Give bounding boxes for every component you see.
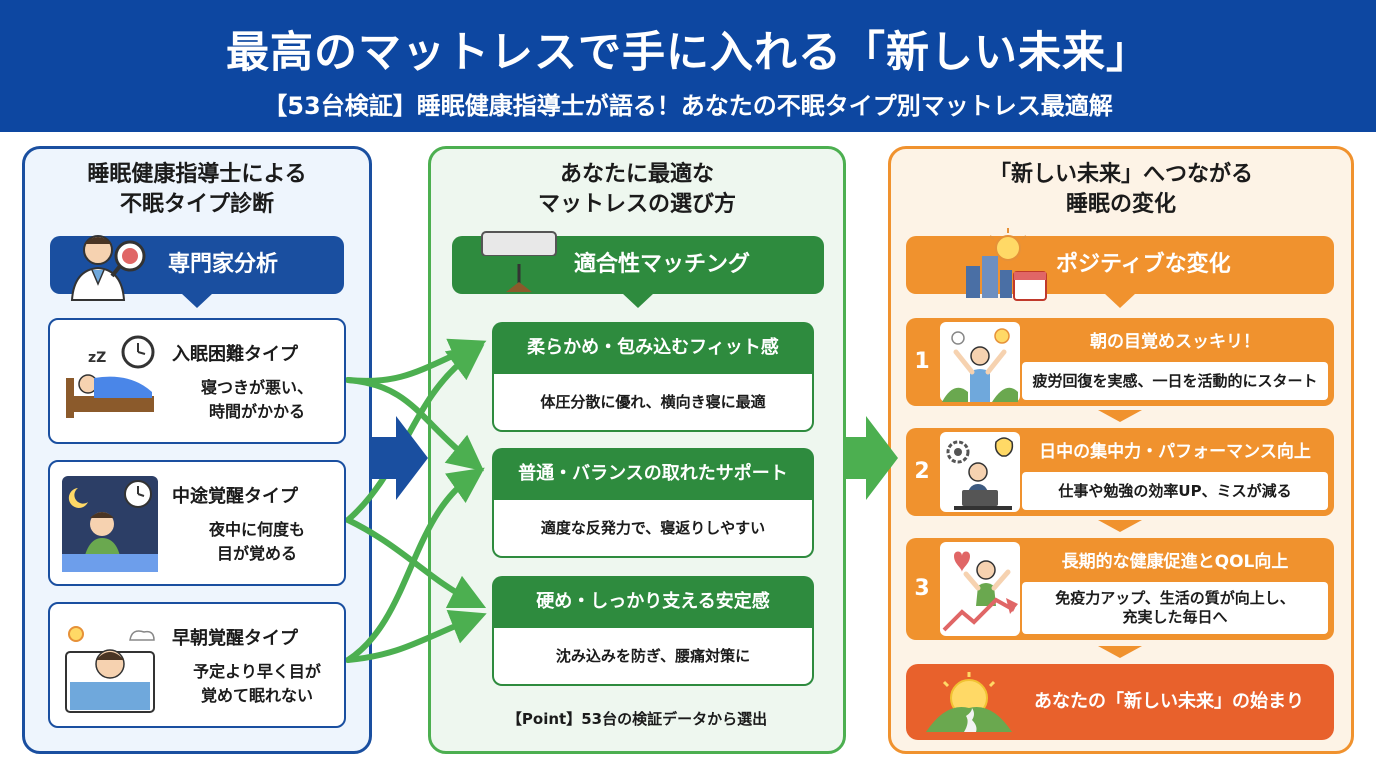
type-card-desc: 夜中に何度も 目が覚める bbox=[208, 520, 305, 563]
outcome-desc: 免疫力アップ、生活の質が向上し、 充実した毎日へ bbox=[1022, 582, 1328, 634]
arrow-type1-to-normal bbox=[345, 377, 485, 472]
outcome-number: 1 bbox=[914, 349, 930, 374]
arrow-type3-to-normal bbox=[345, 467, 485, 663]
blue-big-arrow bbox=[372, 416, 428, 500]
mattress-option-title: 硬め・しっかり支える安定感 bbox=[492, 576, 814, 628]
type-card-title: 入眠困難タイプ bbox=[172, 344, 298, 365]
type-card-desc: 予定より早く目が 覚めて眠れない bbox=[193, 662, 321, 705]
flow-arrow-3 bbox=[1098, 646, 1142, 658]
early-wake-icon bbox=[65, 626, 155, 713]
mattress-option-desc: 適度な反発力で、寝返りしやすい bbox=[492, 500, 814, 558]
outcome-title: 朝の目覚めスッキリ！ bbox=[1090, 332, 1260, 352]
mattress-option-soft: 柔らかめ・包み込むフィット感 体圧分散に優れ、横向き寝に最適 bbox=[492, 322, 814, 432]
mattress-option-normal: 普通・バランスの取れたサポート 適度な反発力で、寝返りしやすい bbox=[492, 448, 814, 558]
type-card-title: 中途覚醒タイプ bbox=[172, 486, 298, 507]
type-card-desc: 寝つきが悪い、 時間がかかる bbox=[200, 378, 313, 421]
arrow-type1-to-soft bbox=[345, 338, 487, 384]
type-card-sleep-onset: 入眠困難タイプ 寝つきが悪い、 時間がかかる bbox=[48, 318, 346, 444]
point-note: 【Point】53台の検証データから選出 bbox=[506, 710, 768, 728]
flow-arrow-1 bbox=[1098, 410, 1142, 422]
mattress-option-desc: 沈み込みを防ぎ、腰痛対策に bbox=[492, 628, 814, 686]
sunrise-road-icon bbox=[926, 672, 1012, 732]
green-big-arrow bbox=[846, 416, 898, 500]
outcome-title: 日中の集中力・パフォーマンス向上 bbox=[1039, 442, 1311, 462]
matching-panel-title: あなたに最適な マットレスの選び方 bbox=[537, 162, 736, 217]
mattress-option-hard: 硬め・しっかり支える安定感 沈み込みを防ぎ、腰痛対策に bbox=[492, 576, 814, 686]
mattress-scale-icon bbox=[481, 231, 557, 292]
page-subtitle: 【53台検証】睡眠健康指導士が語る！あなたの不眠タイプ別マットレス最適解 bbox=[263, 92, 1113, 120]
health-growth-icon bbox=[942, 551, 1018, 632]
svg-text:zZ: zZ bbox=[88, 350, 106, 366]
outcome-number: 2 bbox=[914, 459, 930, 484]
change-panel-title: 「新しい未来」へつながる 睡眠の変化 bbox=[988, 162, 1253, 217]
outcome-number: 3 bbox=[914, 576, 930, 601]
outcome-title: 長期的な健康促進とQOL向上 bbox=[1061, 552, 1289, 572]
doctor-icon bbox=[70, 235, 146, 301]
stretching-person-icon bbox=[942, 328, 1018, 402]
page-title: 最高のマットレスで手に入れる「新しい未来」 bbox=[226, 28, 1150, 78]
type-card-title: 早朝覚醒タイプ bbox=[172, 628, 298, 649]
outcome-desc: 疲労回復を実感、一日を活動的にスタート bbox=[1022, 362, 1328, 400]
diagnosis-panel-title: 睡眠健康指導士による 不眠タイプ診断 bbox=[87, 162, 307, 217]
flow-arrow-2 bbox=[1098, 520, 1142, 532]
header-banner: 最高のマットレスで手に入れる「新しい未来」 【53台検証】睡眠健康指導士が語る！… bbox=[0, 0, 1376, 132]
mattress-option-title: 普通・バランスの取れたサポート bbox=[492, 448, 814, 500]
night-wake-icon bbox=[62, 476, 158, 572]
arrow-type2-to-hard bbox=[345, 517, 487, 609]
city-sun-calendar-icon bbox=[966, 228, 1047, 301]
arrow-type3-to-hard bbox=[345, 609, 487, 663]
mattress-option-desc: 体圧分散に優れ、横向き寝に最適 bbox=[492, 374, 814, 432]
bed-clock-icon: zZ bbox=[66, 335, 155, 418]
laptop-worker-icon bbox=[946, 437, 1014, 510]
outcome-health: 3 長期的な健康促進とQOL向上 免疫力アップ、生活の質が向上し、 充実した毎日… bbox=[906, 538, 1334, 640]
mattress-option-title: 柔らかめ・包み込むフィット感 bbox=[492, 322, 814, 374]
outcome-desc: 仕事や勉強の効率UP、ミスが減る bbox=[1022, 472, 1328, 510]
